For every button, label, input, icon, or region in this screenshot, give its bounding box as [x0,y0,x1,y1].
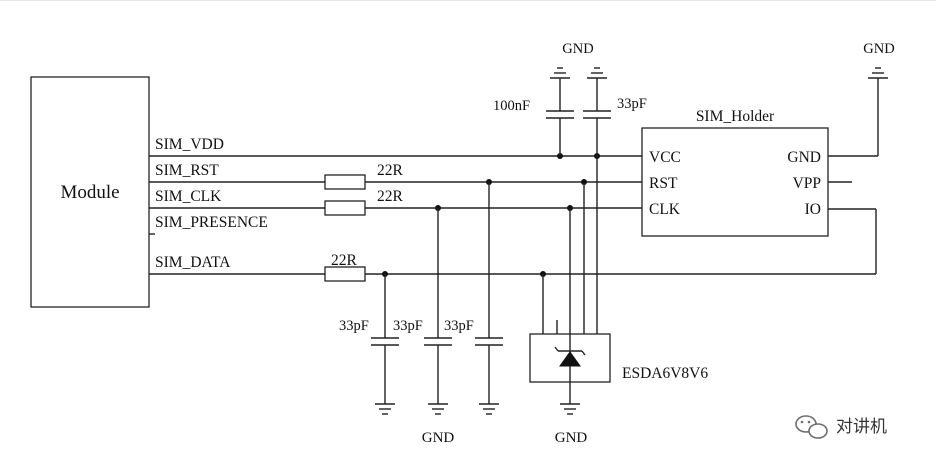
gnd-label-esd: GND [555,430,588,446]
esd-protection: ESDA6V8V6 GND [529,156,708,446]
watermark-text: 对讲机 [836,417,887,436]
watermark: 对讲机 [795,415,887,439]
tvs-diode-bar-hook-left [554,346,559,352]
filter-caps: 33pF 33pF 33pF GND [339,182,503,446]
pin-label-rst: RST [649,175,678,192]
pin-label-io: IO [805,201,821,218]
signal-label-clk: SIM_CLK [155,188,222,205]
resistor-clk [324,200,366,216]
wechat-icon [795,415,828,439]
net-sim-rst: SIM_RST 22R [149,162,642,190]
net-sim-presence: SIM_PRESENCE [149,214,268,235]
pin-label-vpp: VPP [793,175,821,192]
sim-holder: SIM_Holder VCC RST CLK GND VPP IO GND [641,41,895,237]
net-sim-data: SIM_DATA 22R [149,208,877,282]
sim-holder-box [641,127,829,237]
net-sim-clk: SIM_CLK 22R [149,188,642,216]
resistor-label-data: 22R [331,252,358,269]
module-label: Module [60,182,119,203]
pin-label-vcc: VCC [649,149,681,166]
signal-label-vdd: SIM_VDD [155,136,224,153]
signal-label-presence: SIM_PRESENCE [155,214,268,231]
resistor-label-rst: 22R [377,162,404,179]
resistor-data [324,266,366,282]
cap-label-rst: 33pF [444,318,474,334]
decoupling-caps: 100nF 33pF GND [493,41,647,156]
cap-label-33pf-vdd: 33pF [617,96,647,112]
pin-label-gnd: GND [787,149,821,166]
gnd-label-holder: GND [863,41,894,57]
cap-label-data: 33pF [339,318,369,334]
pin-label-clk: CLK [649,201,681,218]
gnd-label-decoupling: GND [562,41,593,57]
cap-label-clk: 33pF [393,318,423,334]
module-block: Module [30,76,150,308]
resistor-label-clk: 22R [377,188,404,205]
gnd-label-filter: GND [422,430,455,446]
sim-holder-title: SIM_Holder [696,108,775,125]
tvs-diode-icon [559,351,581,367]
cap-label-100nf: 100nF [493,98,530,114]
top-rule [0,0,936,1]
module-box [30,76,150,308]
signal-label-rst: SIM_RST [155,162,219,179]
signal-label-data: SIM_DATA [155,254,231,271]
esd-label: ESDA6V8V6 [622,365,708,382]
tvs-diode-bar-hook-right [581,350,586,356]
resistor-rst [324,174,366,190]
net-sim-vdd: SIM_VDD [149,136,642,159]
